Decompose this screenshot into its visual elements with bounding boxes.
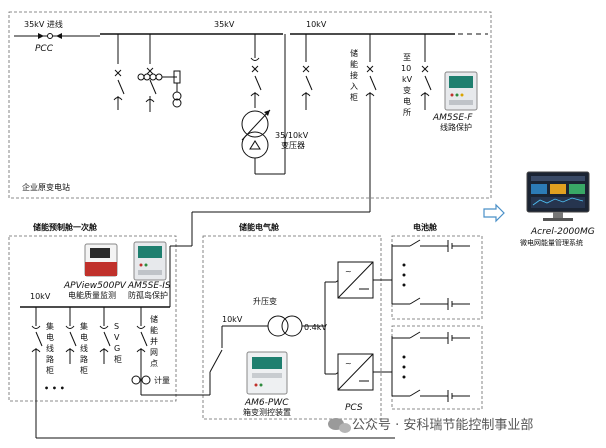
feeder1-char-4: 柜 (46, 365, 54, 375)
substation-region (8, 11, 492, 199)
cabin1-feeder-2 (65, 307, 77, 364)
feeder1-char-3: 路 (46, 354, 54, 364)
feeder1-char-2: 线 (46, 343, 54, 353)
am5se-is-label: AM5SE-IS (127, 281, 171, 291)
to-sub-char-0: 至 (403, 53, 411, 62)
feeder-10-a (301, 34, 313, 110)
line35-label: 35kV 进线 (24, 19, 63, 29)
bus35-label: 35kV (214, 20, 235, 29)
acrel-name: Acrel-2000MG (530, 227, 595, 237)
storage-cabinet-char-4: 柜 (350, 92, 358, 102)
am6-pwc-device (246, 351, 288, 395)
cabin1-bus-label: 10kV (30, 292, 51, 301)
watermark: 公众号 · 安科瑞节能控制事业部 (352, 418, 533, 433)
station-label: 企业原变电站 (22, 182, 70, 192)
grid-point-char-3: 网 (150, 348, 158, 357)
am5se-f-desc: 线路保护 (440, 122, 472, 132)
apview-device (84, 243, 118, 277)
feeder-35-pt (137, 34, 182, 112)
svg-text:~: ~ (345, 359, 352, 368)
metering-label: 计量 (154, 375, 170, 385)
cabin2-title: 储能电气舱 (238, 222, 280, 232)
to-sub-char-3: 变 (403, 85, 411, 95)
pcs-upper: ~ (325, 244, 393, 304)
to-sub-char-1: 10 (401, 64, 411, 73)
svg-text:~: ~ (345, 267, 352, 276)
feeder2-char-4: 柜 (80, 365, 88, 375)
grid-point-char-1: 能 (150, 325, 158, 335)
battery-group-bottom (392, 331, 470, 402)
pcs-lower: ~ (325, 336, 393, 396)
cabin1-title: 储能预制舱一次舱 (32, 222, 98, 232)
cabin1-ellipsis: • • • (44, 384, 65, 393)
step-up-transformer (209, 282, 326, 395)
storage-cabinet-char-1: 能 (350, 59, 358, 69)
apview-label: APView500PV (63, 281, 127, 291)
lv-label: 0.4kV (304, 323, 327, 332)
cabin1-feeder-svg (99, 307, 111, 364)
battery-region-bottom (391, 325, 483, 410)
battery-title: 电池舱 (413, 222, 438, 232)
pcc-label: PCC (35, 44, 54, 54)
grid-point-char-2: 并 (150, 336, 158, 346)
apview-desc: 电能质量监测 (68, 290, 116, 300)
feeder-35-a (113, 34, 125, 110)
pcs-label: PCS (345, 403, 363, 413)
storage-cabinet-char-3: 入 (350, 82, 358, 91)
am5se-f-label: AM5SE-F (432, 113, 473, 123)
feeder2-char-0: 集 (80, 321, 88, 331)
battery-group-top (392, 239, 470, 310)
cabin2-region (202, 235, 382, 420)
grid-point-char-0: 储 (150, 314, 158, 324)
acrel-desc: 微电网能量管理系统 (520, 238, 583, 247)
pcc-incoming (14, 33, 100, 39)
to-sub-char-2: kV (402, 75, 413, 84)
am5se-is-device (133, 241, 167, 281)
am5se-is-desc: 防孤岛保护 (128, 290, 168, 300)
feeder2-char-2: 线 (80, 343, 88, 353)
cabin1-feeder-1 (31, 307, 43, 364)
transformer-desc: 变压器 (281, 140, 305, 150)
feeder1-char-0: 集 (46, 321, 54, 331)
bus10-label: 10kV (306, 20, 327, 29)
storage-cabinet-char-0: 储 (350, 48, 358, 58)
to-sub-char-4: 电 (403, 96, 411, 106)
storage-cabinet-char-2: 接 (350, 70, 358, 80)
hv-label: 10kV (222, 315, 243, 324)
feeder2-char-1: 电 (80, 332, 88, 342)
am6-desc: 箱变测控装置 (243, 407, 291, 417)
storage-access-feeder (191, 34, 377, 246)
grid-point-char-4: 点 (150, 359, 158, 368)
cabin1-grid-point (131, 307, 210, 396)
battery-region-top (391, 235, 483, 320)
wechat-icon (328, 418, 351, 433)
cabin1-region (8, 235, 177, 402)
to-substation-feeder (420, 34, 432, 110)
transformer-label: 35/10kV (275, 131, 309, 140)
am5se-f-device (444, 71, 478, 111)
to-sub-char-5: 所 (403, 107, 411, 117)
transformer-branch (241, 34, 286, 175)
am6-label: AM6-PWC (244, 398, 289, 408)
feeder2-char-3: 路 (80, 354, 88, 364)
arrow-right-icon (483, 203, 505, 223)
monitor-icon (526, 171, 590, 221)
feeder1-char-1: 电 (46, 332, 54, 342)
step-up-label: 升压变 (253, 296, 277, 306)
